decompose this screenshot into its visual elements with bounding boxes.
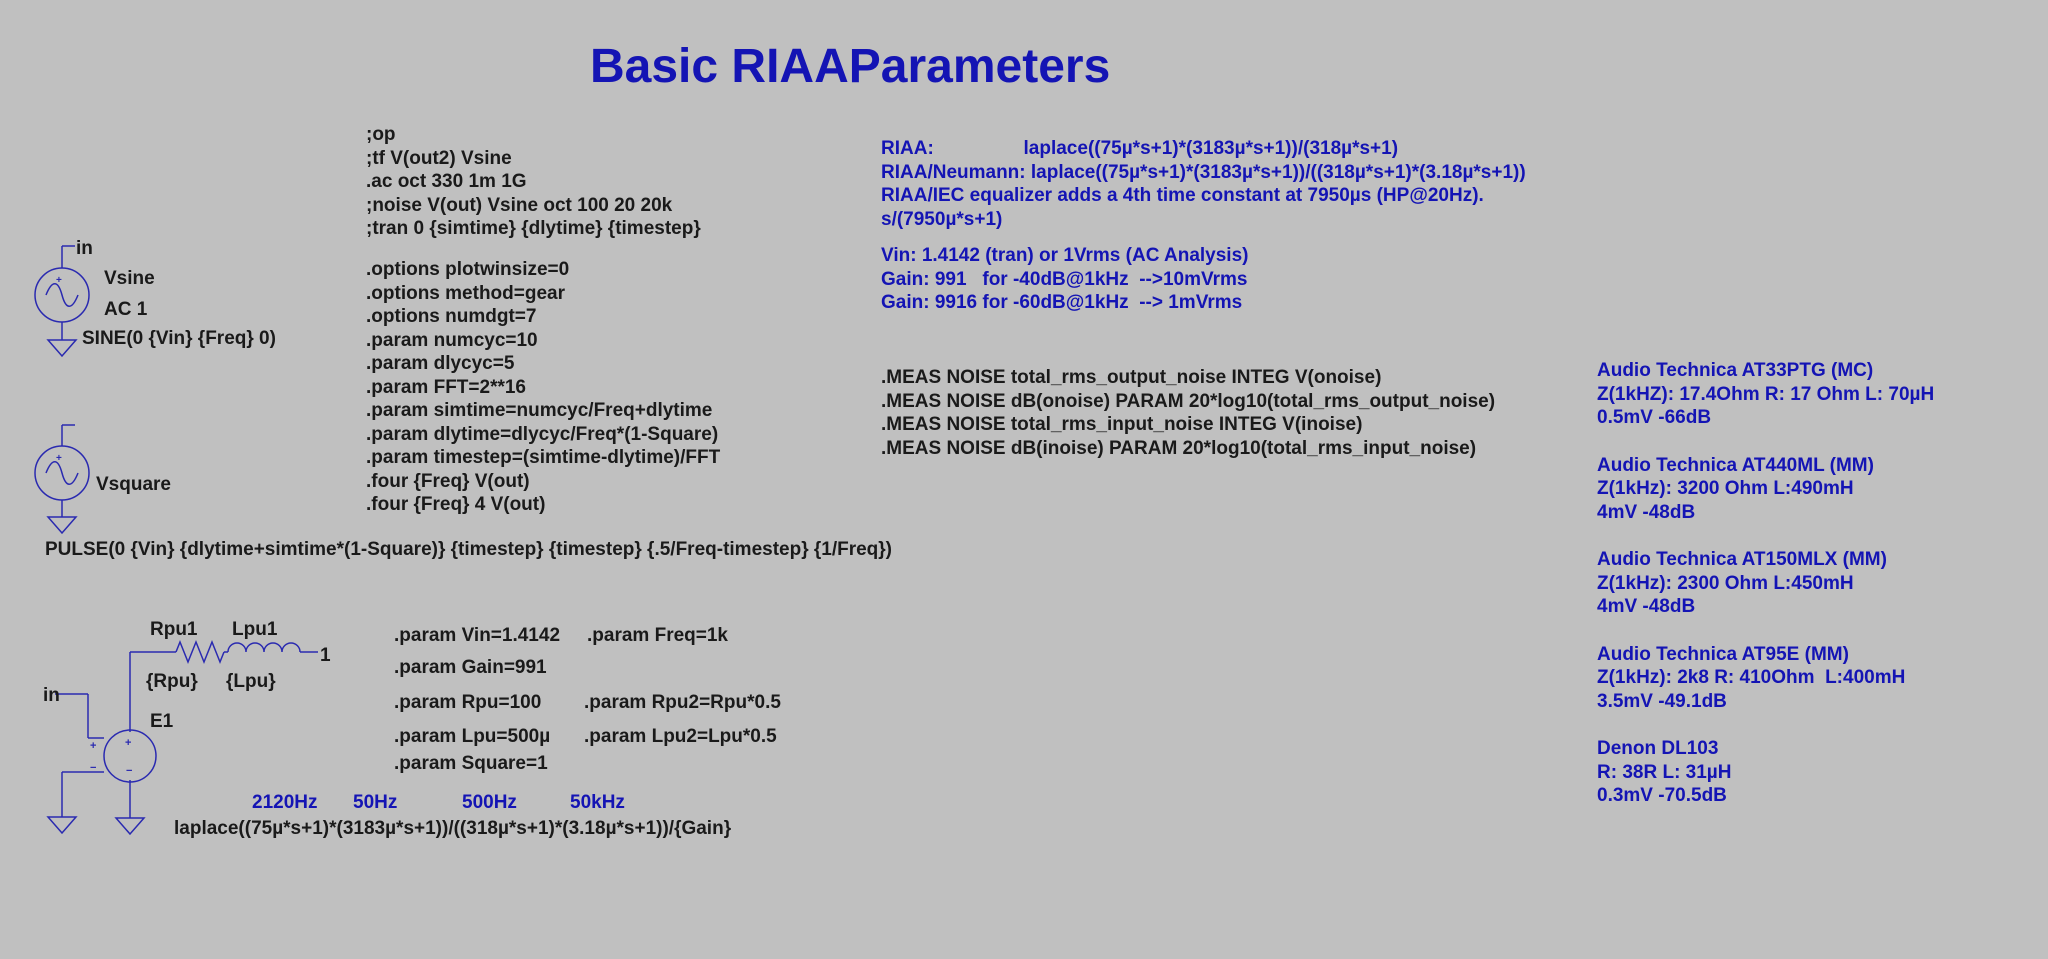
vsquare-name: Vsquare — [96, 474, 171, 495]
riaa-note-line: RIAA/Neumann: laplace((75µ*s+1)*(3183µ*s… — [881, 161, 1526, 183]
cartridge-level: 4mV -48dB — [1597, 501, 1696, 523]
option-line: .param simtime=numcyc/Freq+dlytime — [366, 400, 713, 421]
cartridge-list: Audio Technica AT33PTG (MC) Z(1kHZ): 17.… — [1597, 359, 1934, 808]
cartridge-level: 3.5mV -49.1dB — [1597, 690, 1727, 712]
lpu1-name: Lpu1 — [232, 619, 278, 640]
cartridge-name: Audio Technica AT33PTG (MC) — [1597, 360, 1874, 381]
e1-laplace-value: laplace((75µ*s+1)*(3183µ*s+1))/((318µ*s+… — [174, 818, 732, 839]
cartridge-impedance: R: 38R L: 31µH — [1597, 761, 1732, 783]
riaa-note-line: RIAA: laplace((75µ*s+1)*(3183µ*s+1))/(31… — [881, 138, 1399, 159]
node-1-label: 1 — [320, 645, 331, 666]
option-line: .four {Freq} V(out) — [366, 470, 530, 492]
freq-label: 500Hz — [462, 792, 517, 813]
option-line: .options method=gear — [366, 282, 565, 304]
meas-line: .MEAS NOISE dB(inoise) PARAM 20*log10(to… — [881, 437, 1477, 459]
freq-label: 50Hz — [353, 792, 398, 813]
vsine-value: SINE(0 {Vin} {Freq} 0) — [82, 328, 276, 349]
freq-label: 50kHz — [570, 792, 625, 813]
cartridge-name: Audio Technica AT95E (MM) — [1597, 643, 1849, 665]
option-line: .options numdgt=7 — [366, 306, 537, 327]
cartridge-name: Audio Technica AT440ML (MM) — [1597, 454, 1874, 476]
e1-source-symbol[interactable]: + − + − — [90, 729, 157, 783]
param-vin: .param Vin=1.4142 — [394, 625, 561, 646]
param-square: .param Square=1 — [394, 753, 548, 774]
gain-note-line: Gain: 991 for -40dB@1kHz -->10mVrms — [881, 268, 1248, 290]
cartridge-name: Denon DL103 — [1597, 738, 1719, 759]
option-line: .param dlytime=dlycyc/Freq*(1-Square) — [366, 423, 719, 445]
option-line: .param FFT=2**16 — [366, 376, 526, 398]
svg-text:+: + — [90, 740, 96, 752]
rpu1-resistor-symbol[interactable] — [130, 639, 228, 665]
gain-note-line: Gain: 9916 for -60dB@1kHz --> 1mVrms — [881, 292, 1243, 313]
cartridge-name: Audio Technica AT150MLX (MM) — [1597, 549, 1887, 570]
param-gain: .param Gain=991 — [394, 657, 547, 678]
param-rpu2: .param Rpu2=Rpu*0.5 — [584, 692, 781, 713]
option-line: .param numcyc=10 — [366, 329, 538, 351]
gain-note-line: Vin: 1.4142 (tran) or 1Vrms (AC Analysis… — [881, 245, 1249, 266]
e1-name: E1 — [150, 711, 174, 732]
options-block: .options plotwinsize=0 .options method=g… — [366, 258, 720, 517]
directive-line: ;noise V(out) Vsine oct 100 20 20k — [366, 194, 673, 216]
riaa-note-line: s/(7950µ*s+1) — [881, 208, 1003, 230]
vsine-ac: AC 1 — [104, 299, 148, 320]
option-line: .options plotwinsize=0 — [366, 259, 570, 280]
rpu1-value: {Rpu} — [146, 671, 198, 692]
option-line: .param timestep=(simtime-dlytime)/FFT — [366, 447, 721, 468]
freq-label: 2120Hz — [252, 792, 318, 813]
sim-directives: ;op ;tf V(out2) Vsine .ac oct 330 1m 1G … — [366, 123, 701, 241]
meas-line: .MEAS NOISE total_rms_output_noise INTEG… — [881, 367, 1382, 388]
directive-line: .ac oct 330 1m 1G — [366, 171, 527, 192]
vsine-net-label: in — [76, 238, 93, 259]
vsquare-source-symbol[interactable]: + — [34, 424, 90, 535]
gain-notes: Vin: 1.4142 (tran) or 1Vrms (AC Analysis… — [881, 244, 1248, 315]
directive-line: ;tf V(out2) Vsine — [366, 147, 512, 169]
pulse-value: PULSE(0 {Vin} {dlytime+simtime*(1-Square… — [45, 539, 893, 560]
option-line: .param dlycyc=5 — [366, 353, 515, 374]
meas-directives: .MEAS NOISE total_rms_output_noise INTEG… — [881, 366, 1495, 460]
vsine-name: Vsine — [104, 268, 155, 289]
svg-text:+: + — [125, 737, 131, 749]
cartridge-impedance: Z(1kHz): 3200 Ohm L:490mH — [1597, 478, 1854, 499]
cartridge-impedance: Z(1kHz): 2300 Ohm L:450mH — [1597, 572, 1854, 594]
cartridge-impedance: Z(1kHz): 2k8 R: 410Ohm L:400mH — [1597, 667, 1906, 688]
meas-line: .MEAS NOISE total_rms_input_noise INTEG … — [881, 414, 1363, 435]
cartridge-level: 0.3mV -70.5dB — [1597, 785, 1727, 806]
riaa-notes: RIAA: laplace((75µ*s+1)*(3183µ*s+1))/(31… — [881, 137, 1526, 231]
svg-text:+: + — [56, 453, 62, 464]
rpu1-name: Rpu1 — [150, 619, 198, 640]
directive-line: ;tran 0 {simtime} {dlytime} {timestep} — [366, 218, 701, 239]
cartridge-level: 4mV -48dB — [1597, 596, 1696, 617]
directive-line: ;op — [366, 124, 396, 145]
meas-line: .MEAS NOISE dB(onoise) PARAM 20*log10(to… — [881, 390, 1496, 412]
option-line: .four {Freq} 4 V(out) — [366, 494, 546, 515]
param-lpu2: .param Lpu2=Lpu*0.5 — [584, 726, 777, 747]
vsine-source-symbol[interactable]: + — [34, 245, 90, 358]
param-rpu: .param Rpu=100 — [394, 692, 542, 713]
lpu1-inductor-symbol[interactable] — [227, 642, 318, 653]
svg-text:−: − — [90, 762, 96, 774]
cartridge-impedance: Z(1kHZ): 17.4Ohm R: 17 Ohm L: 70µH — [1597, 383, 1935, 405]
cartridge-level: 0.5mV -66dB — [1597, 407, 1712, 428]
svg-text:−: − — [126, 765, 132, 777]
e1-in-label: in — [43, 685, 60, 706]
param-lpu: .param Lpu=500µ — [394, 726, 551, 747]
svg-text:+: + — [56, 275, 62, 286]
lpu1-value: {Lpu} — [226, 671, 276, 692]
param-freq: .param Freq=1k — [587, 625, 728, 646]
page-title: Basic RIAAParameters — [590, 40, 1111, 93]
riaa-note-line: RIAA/IEC equalizer adds a 4th time const… — [881, 185, 1484, 206]
